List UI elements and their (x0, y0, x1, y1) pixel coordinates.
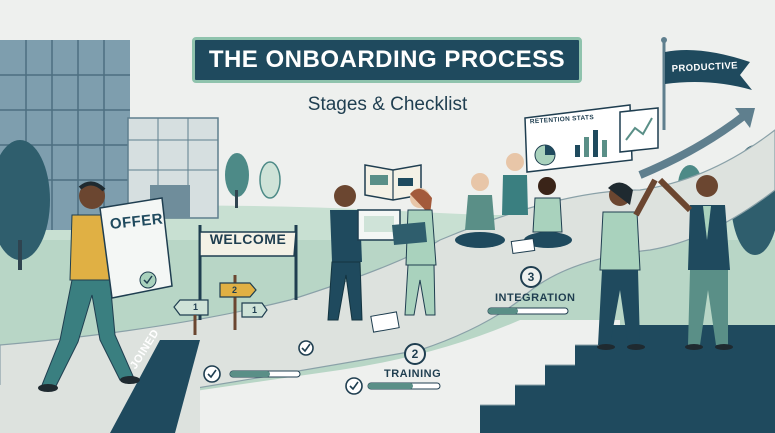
signpost-number: 1 (193, 302, 199, 312)
signpost-number: 1 (252, 305, 258, 315)
stage-number-training: 2 (404, 343, 426, 365)
team-group (455, 153, 572, 255)
retention-stats-board (524, 104, 659, 173)
page-subtitle: Stages & Checklist (307, 94, 468, 115)
signpost-number: 2 (232, 285, 238, 295)
stage-label-training: TRAINING (384, 368, 442, 380)
trainee-figures (327, 185, 437, 321)
stage-number-integration: 3 (520, 266, 542, 288)
handbook-icon (364, 164, 422, 201)
joined-path (110, 340, 200, 433)
stage-label-integration: INTEGRATION (495, 292, 576, 304)
high-five-figures (597, 175, 733, 350)
welcome-banner (199, 231, 297, 257)
page-title: THE ONBOARDING PROCESS (192, 37, 582, 83)
welcome-banner-label: WELCOME (209, 231, 287, 247)
check-icon (203, 340, 363, 395)
signpost (173, 275, 268, 335)
productive-flag (665, 49, 752, 90)
offer-letter (99, 197, 173, 299)
checklist-sheet (370, 311, 400, 333)
